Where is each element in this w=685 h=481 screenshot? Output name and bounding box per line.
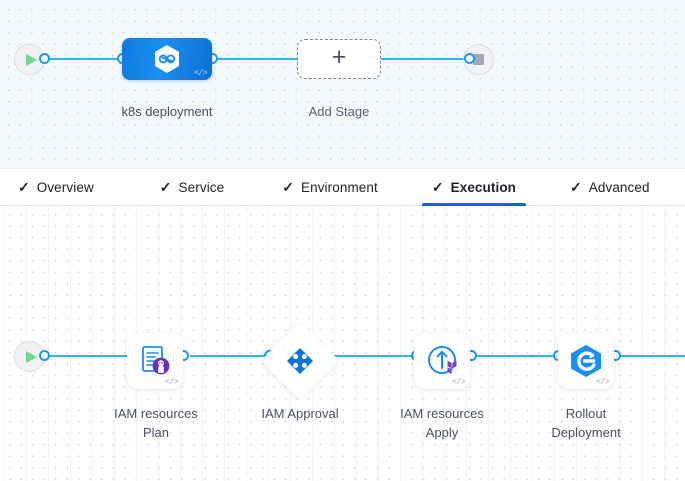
connector-approval-to-apply — [323, 355, 419, 357]
tab-label-service: Service — [178, 179, 225, 195]
connector-rollout-out — [616, 355, 685, 357]
check-icon: ✓ — [159, 179, 172, 195]
stage-config-tabs: ✓ Overview ✓ Service ✓ Environment ✓ Exe… — [0, 168, 685, 206]
plus-icon: + — [331, 43, 347, 71]
tab-advanced[interactable]: ✓ Advanced — [552, 169, 668, 205]
step-node-iam-approval[interactable] — [260, 321, 340, 401]
stop-icon — [473, 54, 484, 65]
step-node-iam-resources-apply[interactable]: </> — [414, 333, 470, 389]
code-badge-icon: </> — [194, 69, 207, 78]
connector-dot-start-out[interactable] — [39, 53, 50, 64]
terraform-apply-icon — [428, 346, 457, 374]
tab-service[interactable]: ✓ Service — [142, 169, 242, 205]
tab-overview[interactable]: ✓ Overview — [0, 169, 112, 205]
tab-label-execution: Execution — [450, 179, 517, 195]
tab-label-advanced: Advanced — [588, 179, 650, 195]
tab-label-overview: Overview — [36, 179, 94, 195]
step-node-iam-resources-plan[interactable]: </> — [127, 333, 183, 389]
check-icon: ✓ — [282, 179, 294, 195]
step-node-rollout-deployment[interactable]: </> — [558, 333, 614, 389]
step-label-iam-resources-plan: IAM resources Plan — [114, 406, 198, 440]
connector-plan-to-approval — [190, 355, 278, 357]
check-icon: ✓ — [431, 179, 444, 195]
connector-apply-to-rollout — [472, 355, 564, 357]
code-badge-icon: </> — [165, 378, 178, 387]
tab-label-environment: Environment — [300, 179, 378, 195]
connector-addstage-to-end — [380, 58, 470, 60]
add-stage-button[interactable]: + — [297, 39, 381, 79]
play-icon — [25, 53, 37, 66]
tab-execution[interactable]: ✓ Execution — [414, 169, 534, 206]
check-icon: ✓ — [570, 179, 582, 195]
connector-dot-end-in[interactable] — [464, 53, 475, 64]
connector-dot-exec-start-out[interactable] — [39, 350, 50, 361]
tab-environment[interactable]: ✓ Environment — [264, 169, 396, 205]
argo-rollout-icon — [571, 345, 601, 377]
stage-label-k8s-deployment: k8s deployment — [121, 104, 213, 119]
execution-canvas[interactable]: </> IAM resources Plan IAM Approval — [0, 206, 685, 481]
stage-canvas[interactable]: </> k8s deployment + Add Stage — [0, 0, 685, 168]
connector-start-to-k8s — [42, 58, 124, 60]
code-badge-icon: </> — [596, 378, 609, 387]
play-icon — [25, 350, 37, 363]
check-icon: ✓ — [18, 179, 30, 195]
step-label-iam-approval: IAM Approval — [261, 406, 339, 421]
stage-node-k8s-deployment[interactable]: </> — [122, 38, 212, 80]
add-stage-label: Add Stage — [308, 104, 370, 119]
terraform-plan-icon — [142, 346, 170, 375]
code-badge-icon: </> — [452, 378, 465, 387]
connector-start-to-plan — [42, 355, 137, 357]
connector-k8s-to-addstage — [212, 58, 304, 60]
harness-service-icon — [155, 45, 179, 73]
step-label-iam-resources-apply: IAM resources Apply — [400, 406, 484, 440]
step-label-rollout-deployment: Rollout Deployment — [551, 406, 621, 440]
